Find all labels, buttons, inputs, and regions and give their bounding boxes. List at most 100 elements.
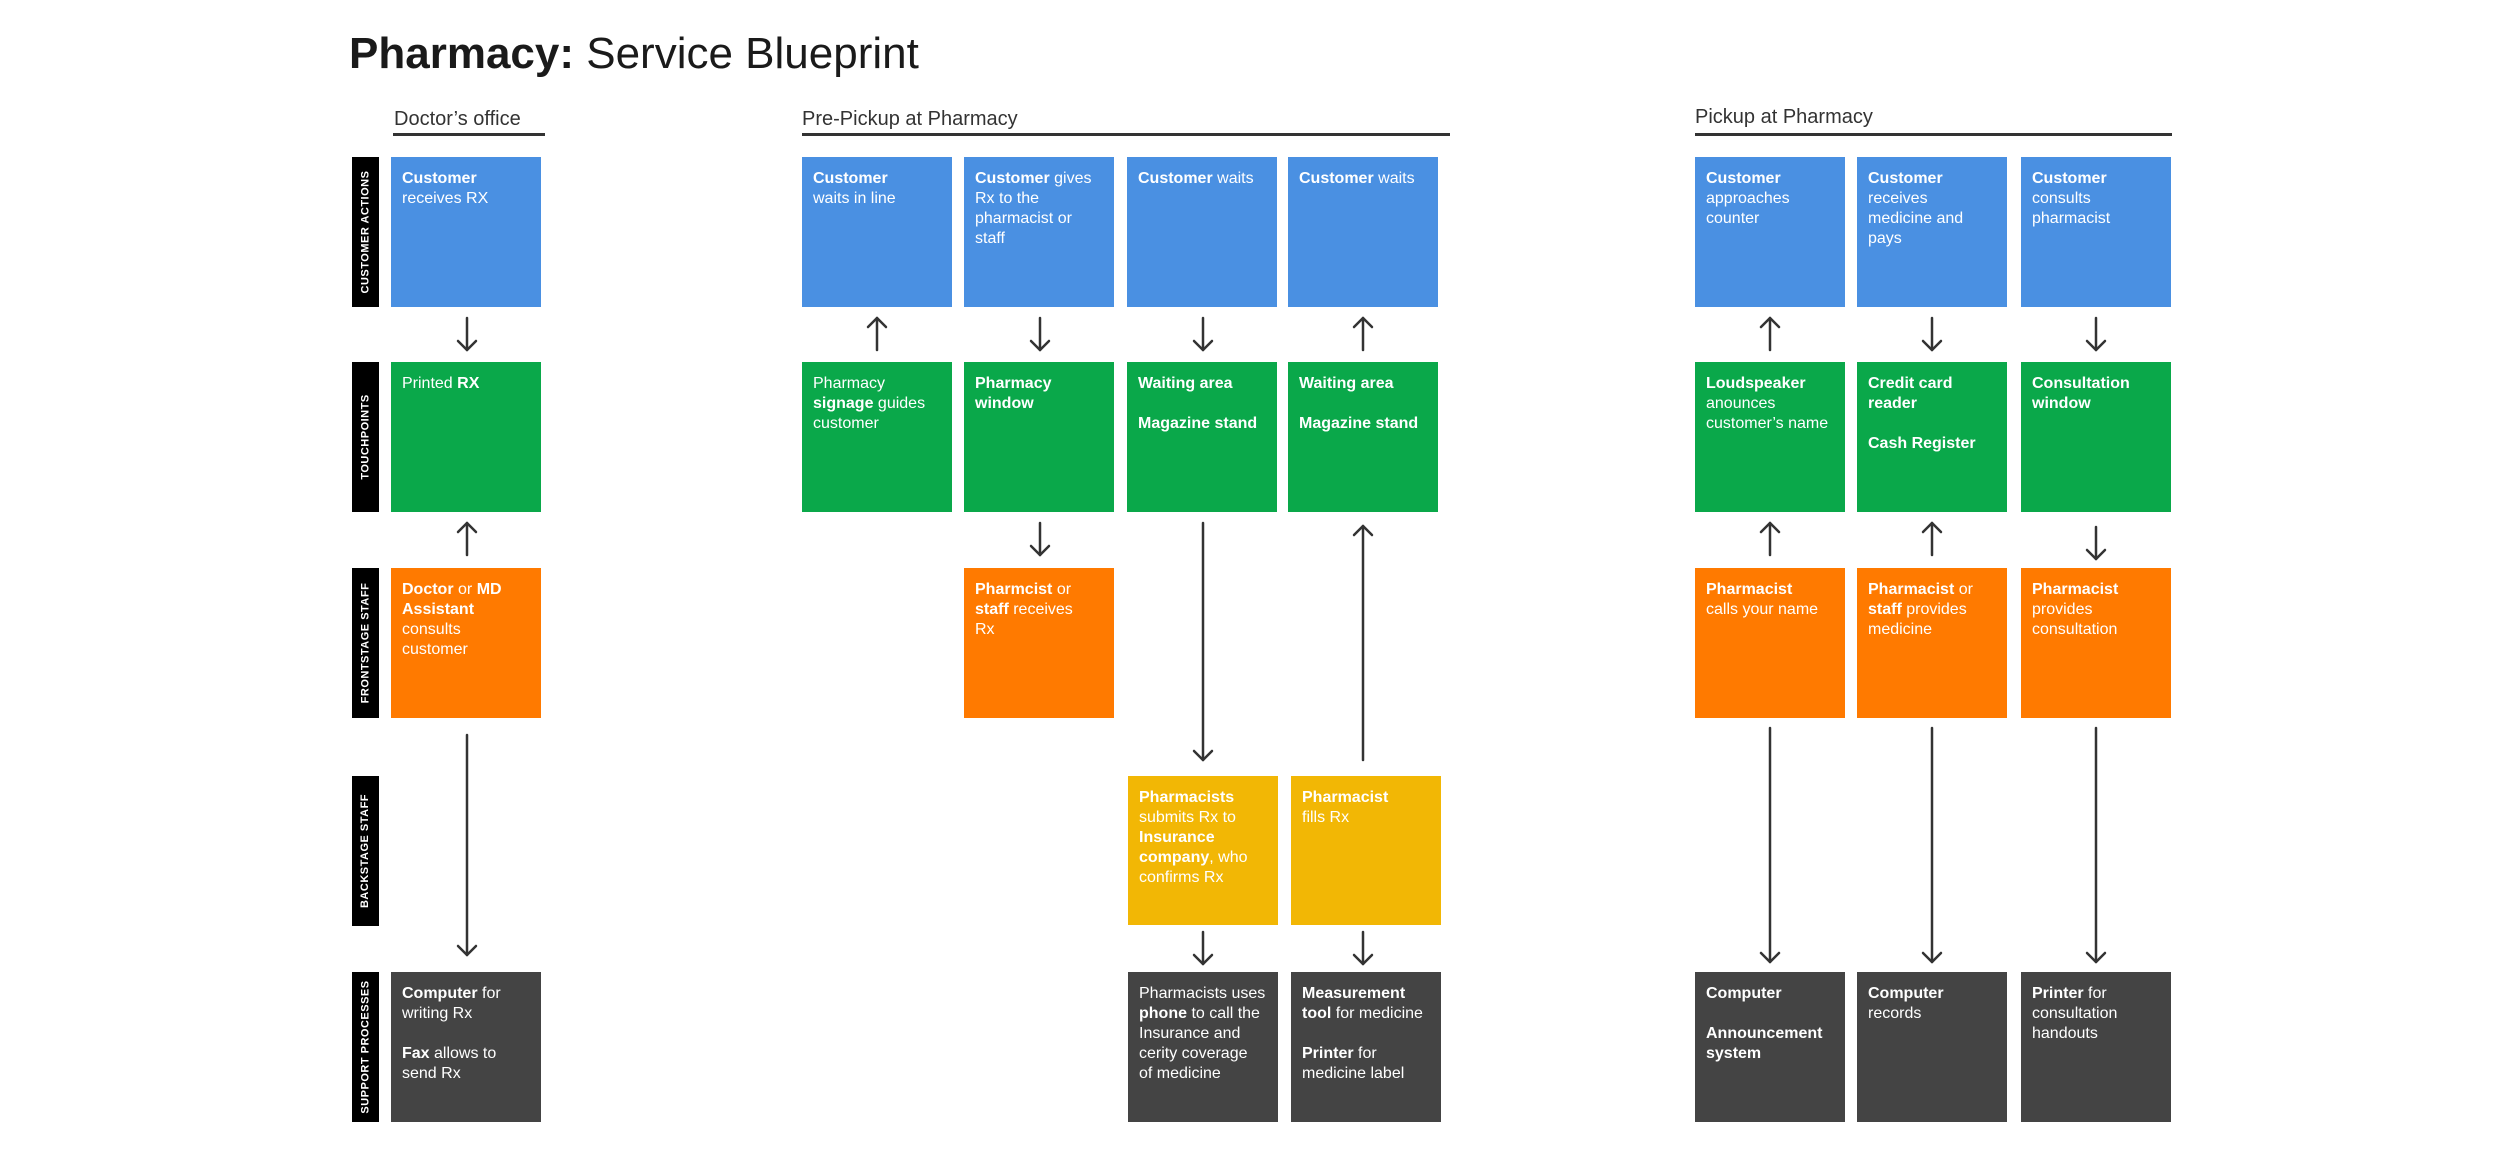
card-text: medicine and pays xyxy=(1868,210,1964,247)
card-text: customer xyxy=(402,641,468,658)
card-text-line: Doctor or MD xyxy=(402,580,530,600)
card-customer-waits: Customer waits xyxy=(1288,157,1438,307)
card-text: handouts xyxy=(2032,1025,2098,1042)
card-text-line: Rx xyxy=(975,620,1103,640)
card-text-line: Credit card xyxy=(1868,374,1996,394)
card-text-bold: tool xyxy=(1302,1005,1332,1022)
card-text: to call the xyxy=(1187,1005,1260,1022)
card-text-bold: Printer xyxy=(2032,985,2084,1002)
arrow-down xyxy=(1192,316,1214,352)
card-text-bold: Pharmcist xyxy=(975,581,1053,598)
card-text-bold: window xyxy=(975,395,1034,412)
section-label-doctors-office: Doctor’s office xyxy=(394,108,521,130)
card-text-line: system xyxy=(1706,1044,1834,1064)
card-text-bold: Cash Register xyxy=(1868,435,1976,452)
card-text: waits xyxy=(1212,170,1254,187)
card-text: waits xyxy=(1373,170,1415,187)
card-text: consults xyxy=(2032,190,2091,207)
card-text-bold: Magazine stand xyxy=(1299,415,1419,432)
arrow-up xyxy=(1352,524,1374,762)
card-text: customer xyxy=(813,415,879,432)
card-text-line: Computer xyxy=(1706,984,1834,1004)
card-text-line: Customer waits xyxy=(1299,169,1427,189)
card-text: waits in line xyxy=(813,190,896,207)
card-pharmacist-calls-name: Pharmacist calls your name xyxy=(1695,568,1845,718)
card-text-line: counter xyxy=(1706,209,1834,229)
card-text-line: send Rx xyxy=(402,1064,530,1084)
card-text: medicine xyxy=(1868,621,1933,638)
card-text: send Rx xyxy=(402,1065,461,1082)
card-text: receives RX xyxy=(402,190,489,207)
arrow-down xyxy=(1029,316,1051,352)
card-text-bold: Pharmacist xyxy=(2032,581,2119,598)
arrow-down xyxy=(456,733,478,957)
card-text-line: Pharmacy xyxy=(975,374,1103,394)
card-text-line: approaches xyxy=(1706,189,1834,209)
card-text-line: pharmacist xyxy=(2032,209,2160,229)
lane-label-backstage-staff: BACKSTAGE STAFF xyxy=(352,776,379,926)
lane-label-touchpoints: TOUCHPOINTS xyxy=(352,362,379,512)
card-text: calls your name xyxy=(1706,601,1819,618)
card-text: confirms Rx xyxy=(1139,869,1224,886)
card-text: consults xyxy=(402,621,461,638)
arrow-down xyxy=(456,316,478,352)
card-text-line: phone to call the xyxy=(1139,1004,1267,1024)
card-text: for medicine xyxy=(1331,1005,1423,1022)
card-text-bold: signage xyxy=(813,395,874,412)
card-text: approaches xyxy=(1706,190,1790,207)
card-text-bold: Waiting area xyxy=(1138,375,1233,392)
arrow-up xyxy=(1352,316,1374,352)
card-text-line: Rx to the xyxy=(975,189,1103,209)
section-divider xyxy=(802,133,1450,136)
card-text: gives xyxy=(1049,170,1092,187)
card-text: receives xyxy=(1008,601,1073,618)
arrow-down xyxy=(2085,316,2107,352)
card-text-line: consultation xyxy=(2032,620,2160,640)
card-text-line: receives RX xyxy=(402,189,530,209)
card-text: Insurance and xyxy=(1139,1025,1241,1042)
card-text-bold: Customer xyxy=(1868,170,1943,187)
arrow-down xyxy=(1759,726,1781,964)
card-text-bold: Computer xyxy=(1868,985,1944,1002)
card-text: receives xyxy=(1868,190,1928,207)
arrow-down xyxy=(2085,525,2107,561)
card-text: consultation xyxy=(2032,621,2118,638)
card-text: writing Rx xyxy=(402,1005,473,1022)
card-text-line: medicine and pays xyxy=(1868,209,1996,249)
card-text-line: records xyxy=(1868,1004,1996,1024)
card-text-bold: Pharmacist xyxy=(1868,581,1955,598)
card-text-line: pharmacist or xyxy=(975,209,1103,229)
card-text-line: staff provides xyxy=(1868,600,1996,620)
card-text-line: Waiting area xyxy=(1299,374,1427,394)
card-text-line: Computer xyxy=(1868,984,1996,1004)
card-text-bold: Fax xyxy=(402,1045,430,1062)
card-text-line: Pharmacy xyxy=(813,374,941,394)
card-text-line: Customer xyxy=(2032,169,2160,189)
card-text-bold: Loudspeaker xyxy=(1706,375,1806,392)
card-text-bold: RX xyxy=(457,375,480,392)
card-text-line: handouts xyxy=(2032,1024,2160,1044)
card-text: provides xyxy=(1901,601,1967,618)
card-text-line: Pharmacist or xyxy=(1868,580,1996,600)
card-text-bold: Announcement xyxy=(1706,1025,1823,1042)
card-text-bold: Doctor xyxy=(402,581,454,598)
card-text-line: Loudspeaker xyxy=(1706,374,1834,394)
arrow-up xyxy=(1921,521,1943,557)
card-text: for xyxy=(477,985,501,1002)
card-text: or xyxy=(453,581,477,598)
card-text-bold: Printer xyxy=(1302,1045,1354,1062)
card-text: pharmacist xyxy=(2032,210,2111,227)
card-text-bold: Pharmacist xyxy=(1706,581,1793,598)
page-title: Pharmacy: Service Blueprint xyxy=(349,29,919,78)
